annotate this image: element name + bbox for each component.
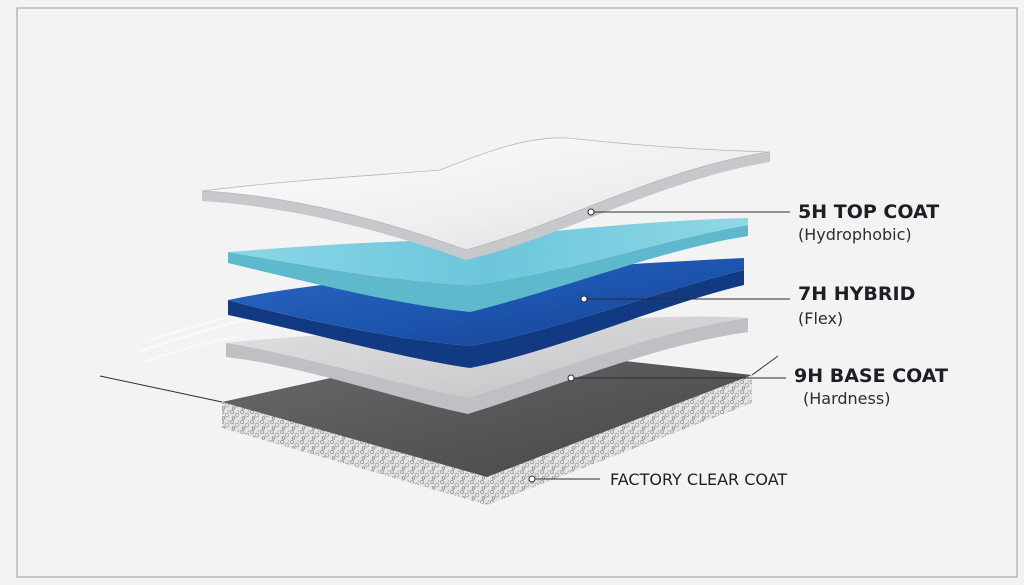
top-coat-subtitle: (Hydrophobic) xyxy=(798,225,912,244)
factory-clear-coat-label: FACTORY CLEAR COAT xyxy=(610,470,787,489)
top-coat-title: 5H TOP COAT xyxy=(798,201,939,223)
callout-factory-clear-coat: FACTORY CLEAR COAT xyxy=(528,470,787,489)
base-coat-title: 9H BASE COAT xyxy=(794,365,948,387)
base-coat-subtitle: (Hardness) xyxy=(803,389,890,408)
hybrid-subtitle: (Flex) xyxy=(798,309,843,328)
diagram-frame xyxy=(16,7,1018,578)
top-coat-layer xyxy=(201,137,771,260)
callout-base-coat: 9H BASE COAT (Hardness) xyxy=(567,365,948,408)
right-edge-line xyxy=(751,355,779,376)
left-edge-line xyxy=(99,375,223,403)
callout-top-coat: 5H TOP COAT (Hydrophobic) xyxy=(587,201,939,244)
callout-hybrid: 7H HYBRID (Flex) xyxy=(580,283,915,328)
hybrid-title: 7H HYBRID xyxy=(798,283,915,305)
